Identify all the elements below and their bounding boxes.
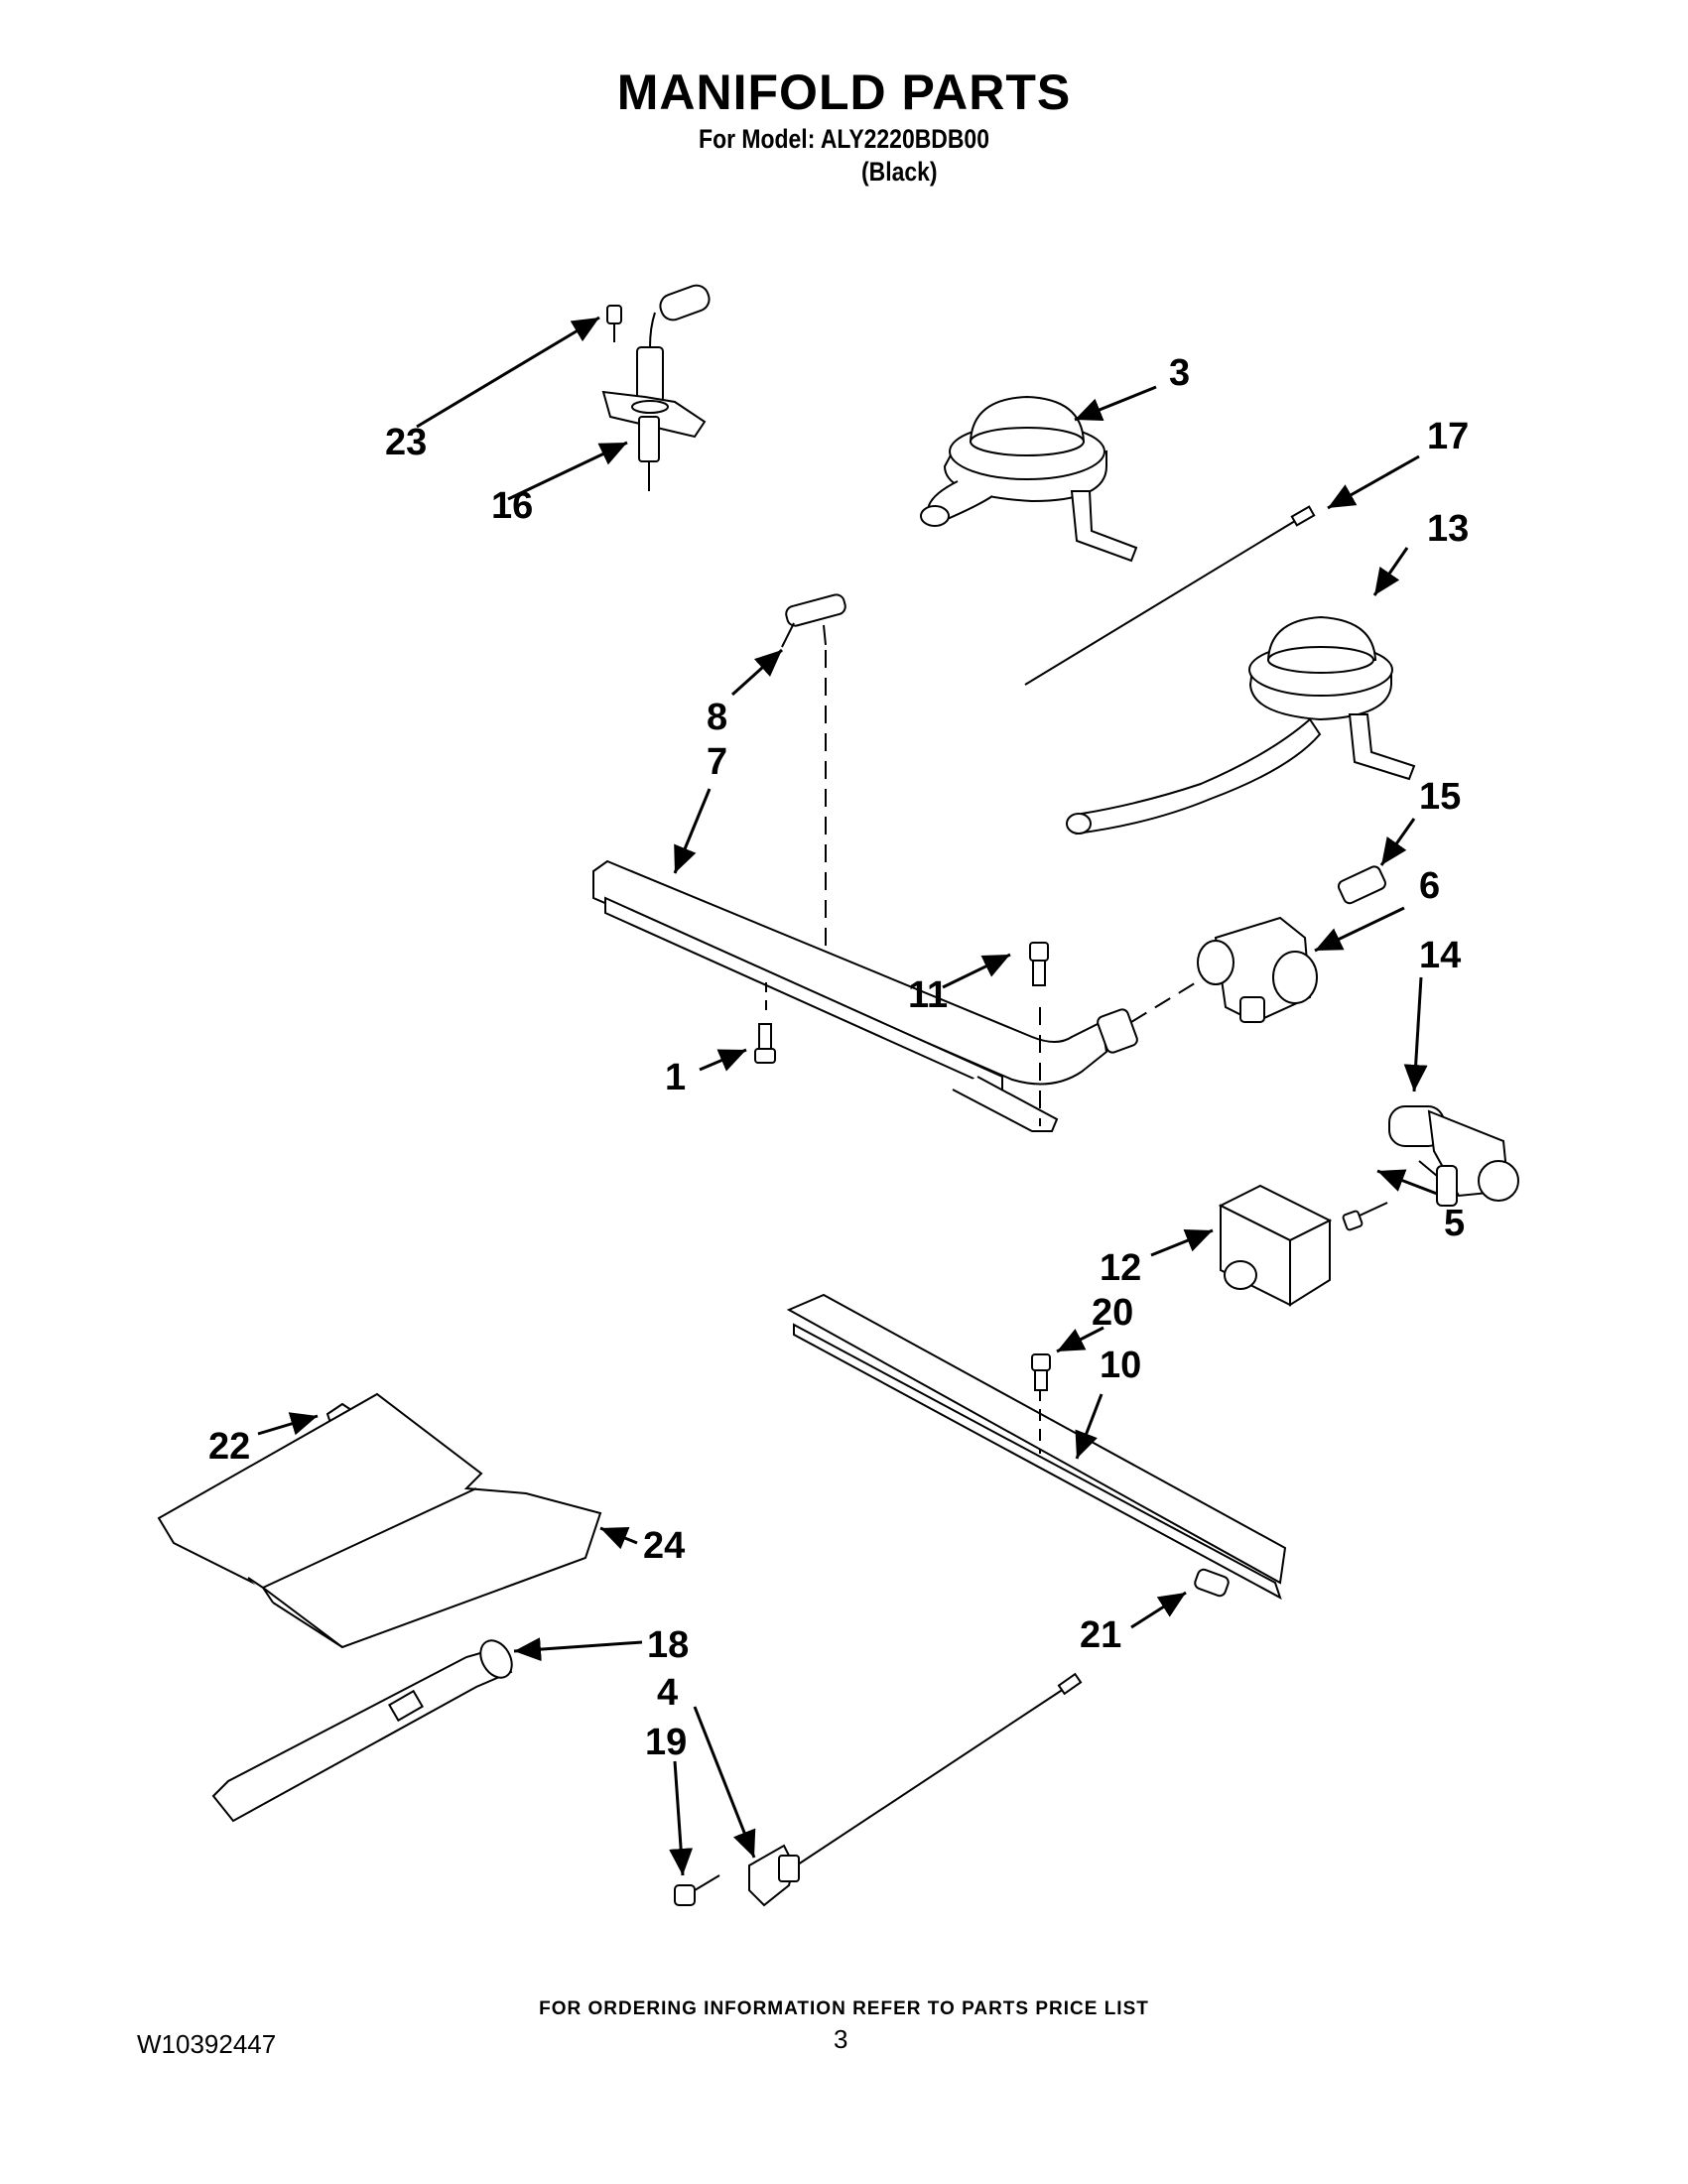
part-17-tube	[1024, 505, 1316, 686]
callout-10: 10	[1100, 1345, 1141, 1386]
part-13-burner	[1066, 615, 1416, 835]
model-line: For Model: ALY2220BDB00	[699, 124, 989, 154]
callout-8: 8	[707, 697, 727, 738]
callout-arrows	[257, 316, 1438, 1876]
callout-16: 16	[491, 485, 533, 527]
callout-23: 24	[643, 1525, 685, 1567]
page-title: MANIFOLD PARTS	[616, 64, 1072, 120]
part-21-nut	[1194, 1568, 1230, 1598]
callout-1: 1	[665, 1057, 686, 1098]
part-19-screw	[674, 1874, 720, 1906]
part-16-igniter	[601, 284, 711, 491]
part-6-valve	[1197, 916, 1318, 1024]
part-4-thermocouple	[748, 1672, 1083, 1907]
callout-19: 19	[645, 1722, 687, 1763]
part-15-orifice	[1337, 865, 1386, 905]
page-number: 3	[834, 2024, 848, 2054]
callout-22: 22	[208, 1426, 250, 1468]
part-24-screw	[606, 305, 622, 342]
callout-5: 5	[1444, 1203, 1465, 1244]
callout-21: 21	[1080, 1614, 1121, 1656]
callout-3: 3	[1169, 352, 1190, 394]
callout-24: 23	[385, 422, 427, 463]
part-18-burner-tube	[211, 1639, 513, 1823]
part-1-screw	[754, 1023, 776, 1064]
callout-14: 14	[1419, 935, 1461, 976]
callout-7: 7	[707, 741, 727, 783]
document-number: W10392447	[137, 2029, 277, 2059]
part-7-manifold	[592, 859, 1138, 1132]
part-8-fitting	[781, 593, 846, 648]
callout-13: 13	[1427, 508, 1469, 550]
color-line: (Black)	[861, 157, 938, 187]
callout-6: 6	[1419, 865, 1440, 907]
callout-4: 4	[657, 1672, 678, 1714]
part-12-block	[1218, 1184, 1333, 1307]
callout-17: 17	[1427, 416, 1469, 457]
callout-18: 18	[647, 1624, 689, 1666]
ordering-note: FOR ORDERING INFORMATION REFER TO PARTS …	[539, 1998, 1149, 2019]
part-11-screw	[1029, 942, 1049, 986]
part-3-burner	[920, 395, 1138, 563]
part-20-screw	[1031, 1353, 1051, 1391]
part-10-rail	[786, 1293, 1287, 1601]
callout-11: 11	[908, 974, 948, 1016]
part-5-screw	[1342, 1202, 1388, 1231]
callout-15: 15	[1419, 776, 1461, 818]
part-14-valve	[1388, 1105, 1519, 1207]
part-23-shield	[157, 1392, 602, 1649]
callout-20: 20	[1092, 1292, 1133, 1334]
callout-12: 12	[1100, 1247, 1141, 1289]
